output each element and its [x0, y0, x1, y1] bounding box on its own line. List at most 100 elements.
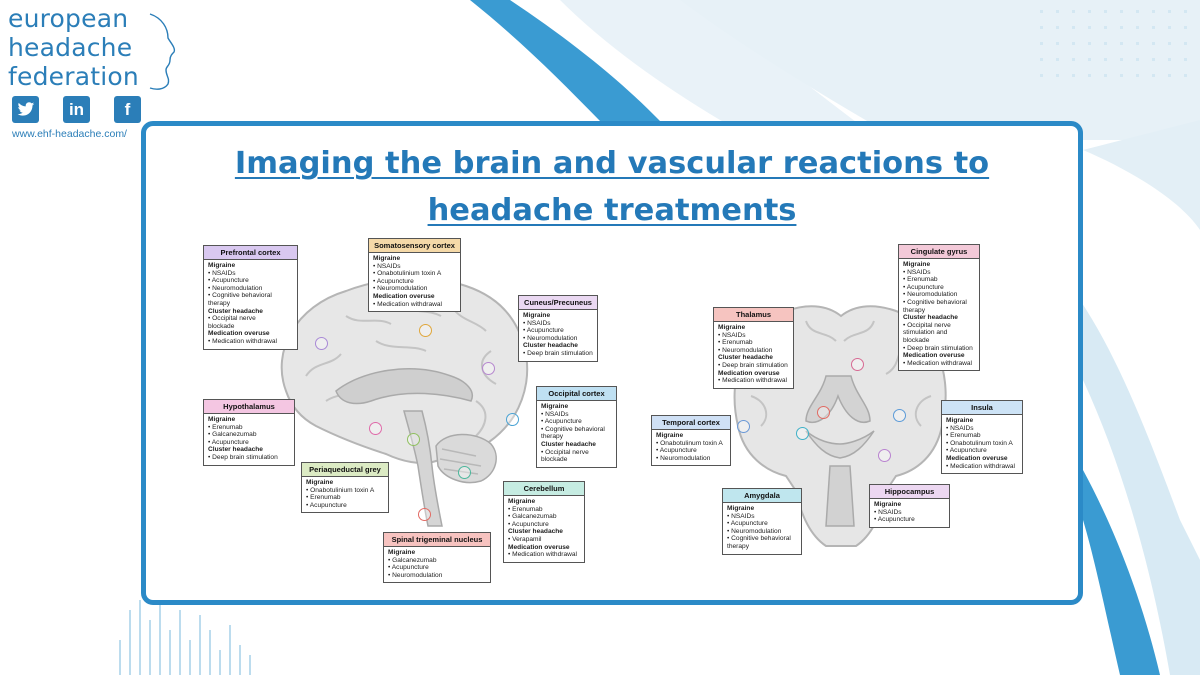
card-title: Imaging the brain and vascular reactions…: [146, 140, 1078, 234]
treatment-item: • Medication withdrawal: [508, 551, 578, 559]
head-profile-icon: [149, 13, 176, 90]
treatment-item: • Erenumab: [718, 339, 753, 347]
treatment-item: • Occipital nerve: [541, 448, 589, 456]
label-cuneus-precuneus: Cuneus/Precuneus Migraine• NSAIDs• Acupu…: [518, 295, 598, 362]
treatment-item: therapy: [208, 299, 230, 307]
label-cerebellum-body: Migraine• Erenumab• Galcanezumab• Acupun…: [504, 496, 584, 562]
condition-heading: Migraine: [306, 479, 334, 486]
label-occipital-cortex: Occipital cortex Migraine• NSAIDs• Acupu…: [536, 386, 617, 468]
treatment-item: • Acupuncture: [903, 283, 944, 291]
content-card: Imaging the brain and vascular reactions…: [141, 121, 1083, 605]
label-hypothalamus-body: Migraine• Erenumab• Galcanezumab• Acupun…: [204, 414, 294, 465]
treatment-item: • Cognitive behavioral: [541, 425, 605, 433]
label-hippocampus: Hippocampus Migraine• NSAIDs• Acupunctur…: [869, 484, 950, 528]
treatment-item: • Neuromodulation: [656, 454, 711, 462]
label-thalamus: Thalamus Migraine• NSAIDs• Erenumab• Neu…: [713, 307, 794, 389]
label-occipital-cortex-title: Occipital cortex: [537, 387, 616, 401]
condition-heading: Migraine: [903, 261, 931, 268]
label-hippocampus-title: Hippocampus: [870, 485, 949, 499]
label-insula-body: Migraine• NSAIDs• Erenumab• Onabotulinum…: [942, 415, 1022, 473]
label-temporal-cortex: Temporal cortex Migraine• Onabotulinum t…: [651, 415, 731, 467]
marker-insula: [893, 409, 906, 422]
condition-heading: Cluster headache: [541, 440, 596, 448]
label-prefrontal-cortex-title: Prefrontal cortex: [204, 246, 297, 260]
treatment-item: • NSAIDs: [373, 262, 401, 270]
treatment-item: • Neuromodulation: [718, 346, 773, 354]
label-somatosensory-cortex: Somatosensory cortex Migraine• NSAIDs• O…: [368, 238, 461, 313]
treatment-item: • Medication withdrawal: [903, 359, 973, 367]
marker-cerebellum: [458, 466, 471, 479]
label-amygdala-title: Amygdala: [723, 489, 801, 503]
treatment-item: • Erenumab: [208, 423, 243, 431]
label-cingulate-gyrus-title: Cingulate gyrus: [899, 245, 979, 259]
condition-heading: Cluster headache: [508, 528, 563, 536]
treatment-item: • Acupuncture: [388, 564, 429, 572]
condition-heading: Migraine: [208, 262, 236, 269]
treatment-item: • NSAIDs: [946, 424, 974, 432]
marker-amygdala: [796, 427, 809, 440]
marker-pag: [407, 433, 420, 446]
treatment-item: • Deep brain stimulation: [718, 361, 788, 369]
treatment-item: • Acupuncture: [727, 520, 768, 528]
marker-cuneus: [482, 362, 495, 375]
treatment-item: • NSAIDs: [541, 410, 569, 418]
label-periaqueductal-grey-title: Periaqueductal grey: [302, 463, 388, 477]
label-periaqueductal-grey-body: Migraine• Onabotulinium toxin A• Erenuma…: [302, 477, 388, 512]
logo-line-1: european: [8, 4, 129, 33]
treatment-item: • Acupuncture: [508, 520, 549, 528]
treatment-item: • Erenumab: [903, 276, 938, 284]
treatment-item: • NSAIDs: [208, 269, 236, 277]
label-cingulate-gyrus: Cingulate gyrus Migraine• NSAIDs• Erenum…: [898, 244, 980, 372]
linkedin-icon[interactable]: in: [63, 96, 90, 123]
condition-heading: Migraine: [727, 505, 755, 512]
treatment-item: blockade: [541, 456, 568, 464]
treatment-item: • Deep brain stimulation: [523, 349, 593, 357]
website-link[interactable]: www.ehf-headache.com/: [12, 128, 127, 140]
treatment-item: blockade: [208, 322, 235, 330]
label-spinal-trigeminal-nucleus-body: Migraine• Galcanezumab• Acupuncture• Neu…: [384, 547, 490, 582]
treatment-item: • Deep brain stimulation: [208, 453, 278, 461]
marker-occipital: [506, 413, 519, 426]
treatment-item: • Acupuncture: [306, 501, 347, 509]
condition-heading: Migraine: [208, 416, 236, 423]
treatment-item: • Acupuncture: [523, 327, 564, 335]
treatment-item: • Acupuncture: [946, 447, 987, 455]
condition-heading: Cluster headache: [208, 446, 263, 454]
label-cuneus-precuneus-title: Cuneus/Precuneus: [519, 296, 597, 310]
condition-heading: Migraine: [373, 255, 401, 262]
condition-heading: Cluster headache: [718, 354, 773, 362]
condition-heading: Migraine: [388, 549, 416, 556]
treatment-item: • Medication withdrawal: [373, 300, 443, 308]
treatment-item: • Acupuncture: [373, 277, 414, 285]
label-thalamus-title: Thalamus: [714, 308, 793, 322]
label-hippocampus-body: Migraine• NSAIDs• Acupuncture: [870, 499, 949, 527]
condition-heading: Medication overuse: [208, 330, 270, 338]
twitter-icon[interactable]: [12, 96, 39, 123]
treatment-item: • Medication withdrawal: [946, 462, 1016, 470]
label-somatosensory-cortex-body: Migraine• NSAIDs• Onabotulinium toxin A•…: [369, 253, 460, 311]
logo-line-3: federation: [8, 62, 139, 91]
label-occipital-cortex-body: Migraine• NSAIDs• Acupuncture• Cognitive…: [537, 401, 616, 467]
treatment-item: • Erenumab: [508, 505, 543, 513]
marker-cingulate: [851, 358, 864, 371]
treatment-item: • Neuromodulation: [727, 527, 782, 535]
treatment-item: • Cognitive behavioral: [208, 292, 272, 300]
condition-heading: Cluster headache: [523, 342, 578, 350]
treatment-item: • Neuromodulation: [523, 334, 578, 342]
treatment-item: • Galcanezumab: [388, 556, 437, 564]
linkedin-glyph: in: [68, 99, 85, 119]
label-prefrontal-cortex: Prefrontal cortex Migraine• NSAIDs• Acup…: [203, 245, 298, 350]
label-temporal-cortex-body: Migraine• Onabotulinum toxin A• Acupunct…: [652, 430, 730, 465]
logo-line-2: headache: [8, 33, 133, 62]
treatment-item: • Occipital nerve: [903, 321, 951, 329]
ehf-logo[interactable]: european headache federation: [8, 4, 176, 91]
treatment-item: • Onabotulinium toxin A: [306, 486, 375, 494]
treatment-item: • Cognitive behavioral: [727, 535, 791, 543]
label-cingulate-gyrus-body: Migraine• NSAIDs• Erenumab• Acupuncture •…: [899, 259, 979, 370]
facebook-icon[interactable]: f: [114, 96, 141, 123]
condition-heading: Migraine: [508, 498, 536, 505]
treatment-item: • Medication withdrawal: [718, 377, 788, 385]
label-insula-title: Insula: [942, 401, 1022, 415]
treatment-item: • NSAIDs: [903, 268, 931, 276]
